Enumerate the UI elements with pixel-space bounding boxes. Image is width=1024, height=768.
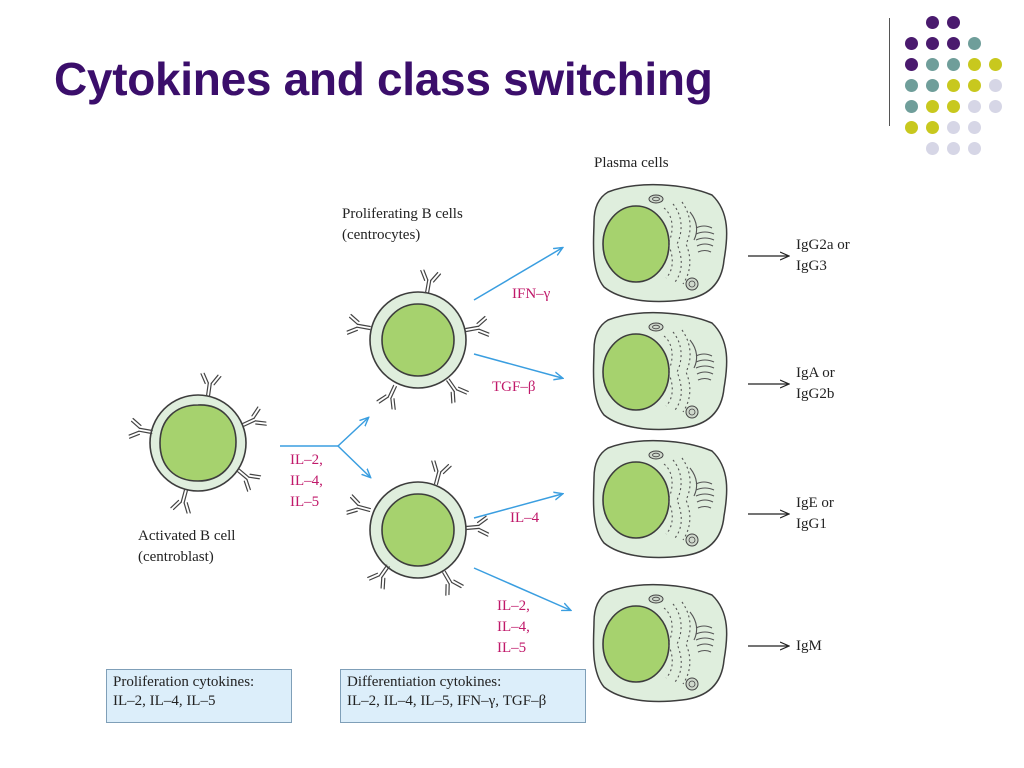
proliferating-b-cell-top [345,268,491,411]
decorative-dot [947,121,960,134]
decorative-dot [968,121,981,134]
proliferating-label-line2: (centrocytes) [342,227,421,243]
plasma-cell-3 [592,439,728,559]
output-2-line1: IgA or [796,365,835,381]
output-1-line1: IgG2a or [796,237,850,253]
decorative-dot [947,37,960,50]
cytokine-il2: IL–2, [290,452,323,468]
decorative-dot [926,58,939,71]
cytokines-to-igm: IL–2, IL–4, IL–5 [497,596,530,659]
cytokine-arrows [280,248,570,610]
output-igm: IgM [796,636,822,657]
decorative-dot [926,142,939,155]
activated-b-cell-label: Activated B cell (centroblast) [138,526,235,568]
decorative-dot [905,121,918,134]
decorative-dot [905,58,918,71]
decorative-dot [989,58,1002,71]
plasma-cell-2 [592,311,728,431]
output-3-line1: IgE or [796,495,834,511]
plasma-cell-1 [592,183,728,303]
cytokine-tgf-beta: TGF–β [492,379,536,395]
decorative-dot [926,37,939,50]
proliferation-box-title: Proliferation cytokines: [113,674,255,690]
output-ige-igg1: IgE or IgG1 [796,493,834,535]
output-2-line2: IgG2b [796,386,835,402]
cytokine-il5-igm: IL–5 [497,640,527,656]
decorative-dot [968,58,981,71]
decorative-dot [905,100,918,113]
output-1-line2: IgG3 [796,258,827,274]
title-divider [889,18,890,126]
decorative-dot [926,79,939,92]
plasma-cell-4 [592,583,728,703]
cytokine-il4-igm: IL–4, [497,619,530,635]
differentiation-box-list: IL–2, IL–4, IL–5, IFN–γ, TGF–β [347,693,547,709]
cytokine-il4-switch: IL–4 [510,510,540,526]
cytokine-il2-igm: IL–2, [497,598,530,614]
decorative-dot [905,37,918,50]
cytokine-ifn-gamma: IFN–γ [512,286,551,302]
decorative-dot [968,142,981,155]
activated-b-cell-label-line2: (centroblast) [138,549,214,565]
decorative-dot [947,16,960,29]
output-4-line1: IgM [796,638,822,654]
output-iga-igg2b: IgA or IgG2b [796,363,835,405]
output-arrows [748,256,788,646]
decorative-dot [947,142,960,155]
output-3-line2: IgG1 [796,516,827,532]
differentiation-box-title: Differentiation cytokines: [347,674,502,690]
decorative-dot [989,79,1002,92]
proliferating-label-line1: Proliferating B cells [342,206,463,222]
differentiation-cytokines-box: Differentiation cytokines: IL–2, IL–4, I… [340,669,586,723]
decorative-dot [968,79,981,92]
plasma-cells-label: Plasma cells [594,155,669,171]
slide-title: Cytokines and class switching [54,53,713,105]
decorative-dot [968,100,981,113]
cytokines-to-proliferation: IL–2, IL–4, IL–5 [290,450,323,513]
decorative-dot [947,100,960,113]
decorative-dot [926,16,939,29]
proliferating-b-cells-label: Proliferating B cells (centrocytes) [342,204,463,246]
proliferation-cytokines-box: Proliferation cytokines: IL–2, IL–4, IL–… [106,669,292,723]
activated-b-cell [127,372,268,515]
decorative-dot [968,37,981,50]
decorative-dot [905,79,918,92]
decorative-dot [926,100,939,113]
cytokine-il4: IL–4, [290,473,323,489]
activated-b-cell-label-line1: Activated B cell [138,528,236,544]
decorative-dot [926,121,939,134]
proliferation-box-list: IL–2, IL–4, IL–5 [113,693,216,709]
decorative-dot [947,58,960,71]
output-igg2a-igg3: IgG2a or IgG3 [796,235,850,277]
decorative-dot [947,79,960,92]
proliferating-b-cell-bottom [345,459,490,597]
cytokine-il5: IL–5 [290,494,320,510]
decorative-dot [989,100,1002,113]
